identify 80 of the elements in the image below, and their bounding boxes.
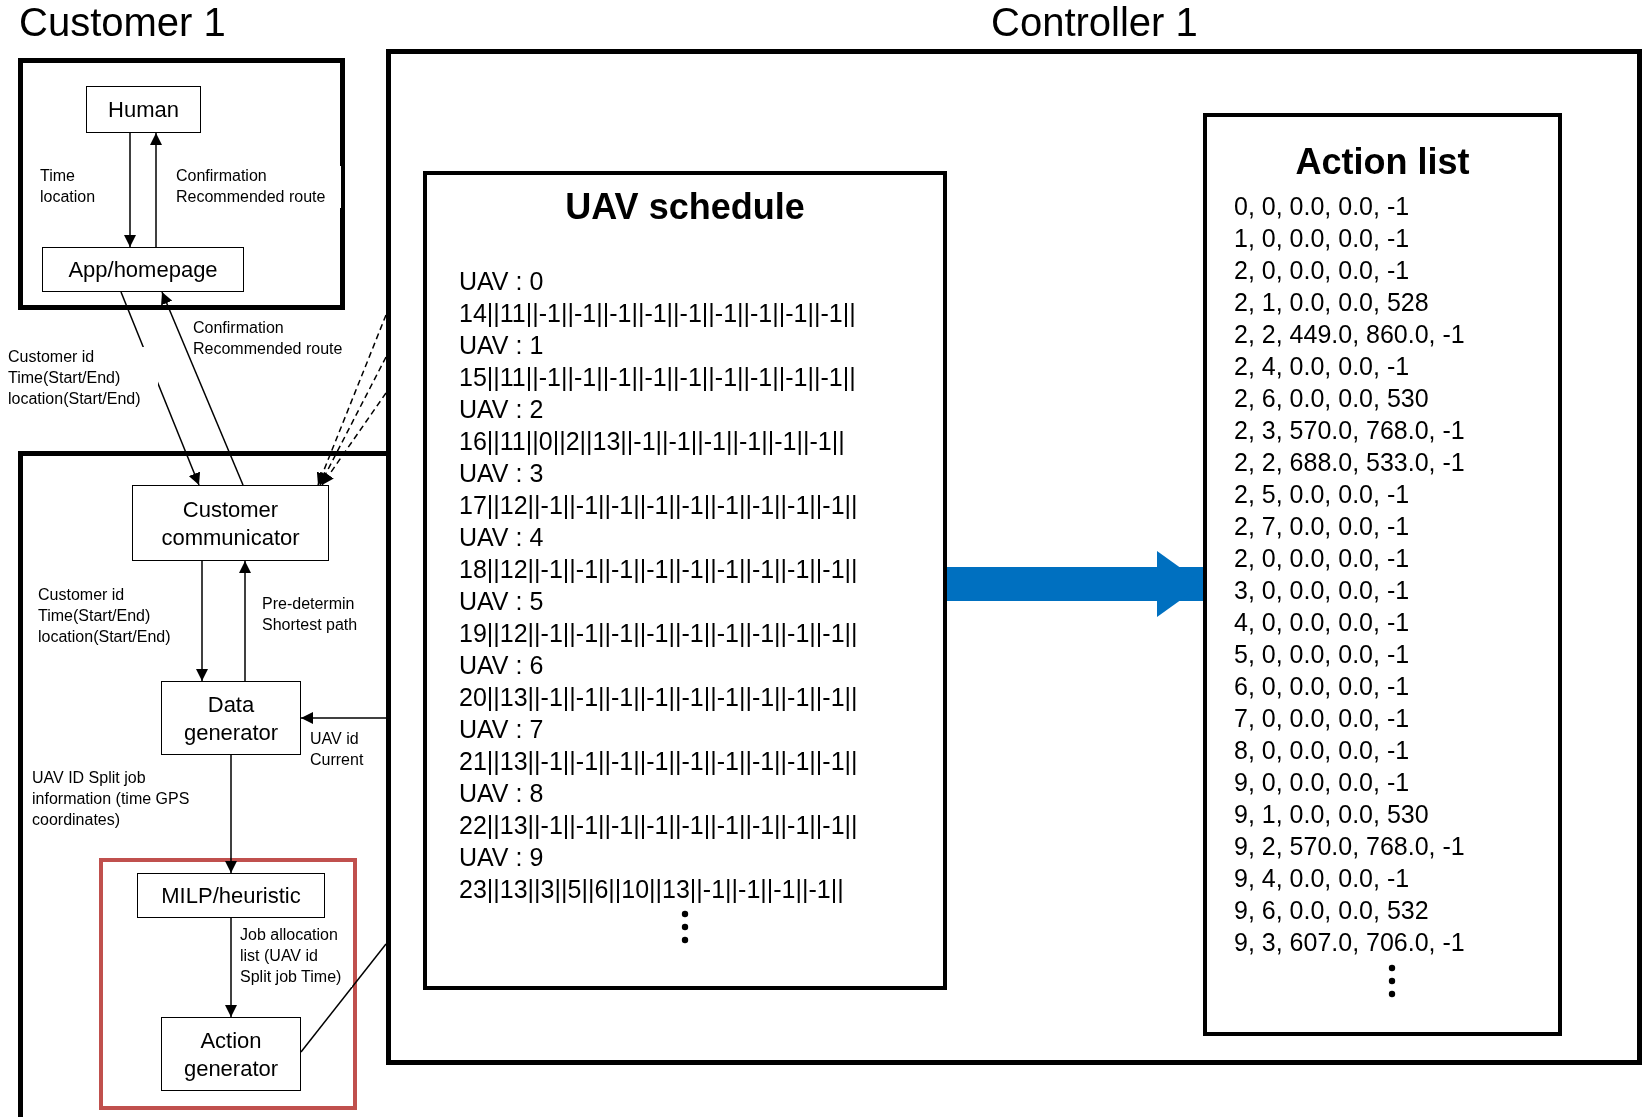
action-row-text: 9, 6, 0.0, 0.0, 532 — [1234, 895, 1429, 926]
process-box — [132, 485, 329, 561]
action-row-text: 2, 3, 570.0, 768.0, -1 — [1234, 415, 1465, 446]
schedule-panel — [423, 171, 947, 990]
process-box — [137, 873, 325, 918]
arrow — [196, 560, 208, 682]
arrow — [319, 356, 387, 486]
arrow — [321, 392, 387, 486]
process-box — [86, 86, 201, 133]
schedule-line: 17||12||-1||-1||-1||-1||-1||-1||-1||-1||-1|| — [459, 490, 858, 521]
process-box — [161, 1017, 301, 1091]
schedule-line: 18||12||-1||-1||-1||-1||-1||-1||-1||-1||-1|| — [459, 554, 858, 585]
schedule-line: UAV : 1 — [459, 330, 544, 361]
arrow — [316, 314, 387, 486]
edge-label: Job allocation list (UAV id Split job Time) — [240, 925, 352, 988]
action-row-text: 2, 2, 449.0, 860.0, -1 — [1234, 319, 1465, 350]
action-row-text: 9, 2, 570.0, 768.0, -1 — [1234, 831, 1465, 862]
action-row-text: 2, 4, 0.0, 0.0, -1 — [1234, 351, 1410, 382]
action-row-text: 3, 0, 0.0, 0.0, -1 — [1234, 575, 1410, 606]
arrow — [300, 712, 387, 724]
action-list-panel — [1203, 113, 1562, 1036]
edge-label: Confirmation Recommended route — [176, 166, 341, 208]
schedule-line: UAV : 3 — [459, 458, 544, 489]
panel-heading: Action list — [1294, 141, 1471, 183]
schedule-line: UAV : 5 — [459, 586, 544, 617]
arrow — [161, 291, 244, 486]
action-row-text: 2, 7, 0.0, 0.0, -1 — [1234, 511, 1410, 542]
action-row-text: 1, 0, 0.0, 0.0, -1 — [1234, 223, 1410, 254]
action-row-text: 8, 0, 0.0, 0.0, -1 — [1234, 735, 1410, 766]
action-row-text: 6, 0, 0.0, 0.0, -1 — [1234, 671, 1410, 702]
schedule-line: 15||11||-1||-1||-1||-1||-1||-1||-1||-1||-1|| — [459, 362, 856, 393]
schedule-line: UAV : 4 — [459, 522, 544, 553]
schedule-line: 23||13||3||5||6||10||13||-1||-1||-1||-1|| — [459, 874, 844, 905]
action-row-text: 2, 6, 0.0, 0.0, 530 — [1234, 383, 1429, 414]
action-row-text: 2, 1, 0.0, 0.0, 528 — [1234, 287, 1429, 318]
action-row-text: 9, 0, 0.0, 0.0, -1 — [1234, 767, 1410, 798]
schedule-line: UAV : 0 — [459, 266, 544, 297]
node-label: Customer communicator — [160, 495, 301, 551]
node-label: MILP/heuristic — [160, 881, 302, 910]
action-row-text: 2, 5, 0.0, 0.0, -1 — [1234, 479, 1410, 510]
arrow — [124, 132, 136, 248]
schedule-line: 14||11||-1||-1||-1||-1||-1||-1||-1||-1||-1|| — [459, 298, 856, 329]
arrow — [225, 917, 237, 1018]
panel-heading: UAV schedule — [564, 186, 806, 228]
node-label: App/homepage — [67, 255, 219, 284]
process-box — [161, 681, 301, 755]
action-row-text: 2, 2, 688.0, 533.0, -1 — [1234, 447, 1465, 478]
panel-title: Controller 1 — [991, 0, 1198, 45]
schedule-line: UAV : 6 — [459, 650, 544, 681]
node-label: Action generator — [182, 1026, 280, 1082]
action-row-text: 0, 0, 0.0, 0.0, -1 — [1234, 191, 1410, 222]
edge-label: Customer id Time(Start/End) location(Start/End) — [8, 347, 158, 410]
schedule-line: 22||13||-1||-1||-1||-1||-1||-1||-1||-1||-1|| — [459, 810, 858, 841]
action-row-text: 5, 0, 0.0, 0.0, -1 — [1234, 639, 1410, 670]
schedule-line: 16||11||0||2||13||-1||-1||-1||-1||-1||-1|| — [459, 426, 845, 457]
node-label: Data generator — [182, 690, 280, 746]
schedule-line: UAV : 2 — [459, 394, 544, 425]
action-row-text: 2, 0, 0.0, 0.0, -1 — [1234, 255, 1410, 286]
panel-title: Customer 1 — [19, 0, 226, 45]
connector-line — [300, 943, 387, 1053]
highlight-frame — [99, 858, 357, 1110]
action-row-text: 4, 0, 0.0, 0.0, -1 — [1234, 607, 1410, 638]
arrow — [225, 754, 237, 874]
action-row-text: 7, 0, 0.0, 0.0, -1 — [1234, 703, 1410, 734]
schedule-line: 21||13||-1||-1||-1||-1||-1||-1||-1||-1||-1|| — [459, 746, 858, 777]
node-label: Human — [107, 95, 180, 124]
action-row-text: 9, 1, 0.0, 0.0, 530 — [1234, 799, 1429, 830]
schedule-line: UAV : 8 — [459, 778, 544, 809]
action-row-text: 2, 0, 0.0, 0.0, -1 — [1234, 543, 1410, 574]
schedule-line: 19||12||-1||-1||-1||-1||-1||-1||-1||-1||-1|| — [459, 618, 858, 649]
arrow — [239, 560, 251, 682]
schedule-line: 20||13||-1||-1||-1||-1||-1||-1||-1||-1||-1|| — [459, 682, 858, 713]
schedule-line: UAV : 9 — [459, 842, 544, 873]
process-box — [42, 247, 244, 292]
block-arrow — [947, 551, 1203, 617]
arrow — [150, 132, 162, 248]
arrow — [120, 291, 201, 486]
action-row-text: 9, 3, 607.0, 706.0, -1 — [1234, 927, 1465, 958]
schedule-line: UAV : 7 — [459, 714, 544, 745]
action-row-text: 9, 4, 0.0, 0.0, -1 — [1234, 863, 1410, 894]
